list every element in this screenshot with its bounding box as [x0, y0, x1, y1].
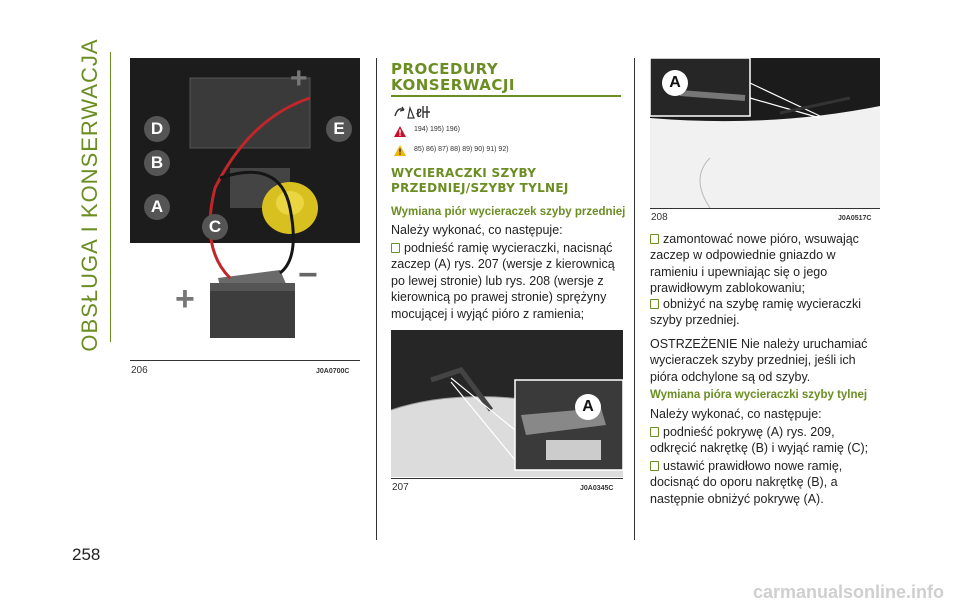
rear-step-2: ustawić prawidłowo nowe ramię, docisnąć …: [650, 459, 843, 506]
figure-208-rule: [650, 208, 880, 209]
callout-a-207: A: [575, 394, 601, 420]
figure-207-rule: [391, 478, 623, 479]
figure-207-number: 207: [392, 482, 409, 493]
rear-intro: Należy wykonać, co następuje:: [650, 407, 822, 421]
callout-d: D: [144, 116, 170, 142]
column-separator-2: [634, 58, 635, 540]
rear-wiper-heading: Wymiana pióra wycieraczki szyby tylnej: [650, 389, 868, 401]
front-step-2: zamontować nowe pióro, wsuwając zaczep w…: [650, 232, 859, 296]
minus-sign: −: [298, 256, 318, 294]
page-number: 258: [72, 545, 101, 564]
warning-note: OSTRZEŻENIE Nie należy uruchamiać wycier…: [650, 337, 868, 384]
front-step-3: obniżyć na szybę ramię wycieraczki szyby…: [650, 297, 861, 328]
figure-207-code: J0A0345C: [580, 485, 614, 492]
bullet-icon: [391, 243, 400, 253]
bullet-icon: [650, 427, 659, 437]
figure-208-wiper-photo: A: [650, 58, 880, 208]
figure-208-code: J0A0517C: [838, 215, 872, 222]
callout-e: E: [326, 116, 352, 142]
plus-sign-top: +: [290, 62, 308, 95]
figure-206-battery-photo: D B A C E + + −: [130, 58, 360, 356]
column-separator-1: [376, 58, 377, 540]
figure-206-rule: [130, 360, 360, 361]
front-intro: Należy wykonać, co następuje:: [391, 223, 563, 237]
callout-b: B: [144, 150, 170, 176]
figure-206-number: 206: [131, 365, 148, 376]
callout-a-208: A: [662, 70, 688, 96]
figure-208-number: 208: [651, 212, 668, 223]
front-step-1: podnieść ramię wycieraczki, nacisnąć zac…: [391, 241, 615, 321]
callout-c: C: [202, 214, 228, 240]
callout-a: A: [144, 194, 170, 220]
caution-icon: [394, 143, 406, 161]
watermark: carmanualsonline.info: [752, 582, 944, 602]
warning-icon: [394, 124, 406, 142]
warning-references: 194) 195) 196): [414, 126, 460, 133]
recycle-icon: ℓ: [392, 102, 434, 127]
section-title-line2: KONSERWACJI: [391, 76, 516, 94]
subtitle-line1: WYCIERACZKI SZYBY: [391, 166, 537, 180]
rear-step-1: podnieść pokrywę (A) rys. 209, odkręcić …: [650, 425, 869, 456]
subtitle-line2: PRZEDNIEJ/SZYBY TYLNEJ: [391, 181, 569, 195]
bullet-icon: [650, 461, 659, 471]
section-title-rule: [391, 95, 621, 97]
svg-text:ℓ: ℓ: [416, 106, 422, 120]
side-section-title: OBSŁUGA I KONSERWACJA: [77, 38, 102, 352]
front-wiper-heading: Wymiana piór wycieraczek szyby przedniej: [391, 206, 626, 218]
bullet-icon: [650, 299, 659, 309]
side-title-rule: [110, 52, 111, 342]
figure-206-code: J0A0700C: [316, 368, 350, 375]
caution-references: 85) 86) 87) 88) 89) 90) 91) 92): [414, 146, 509, 153]
figure-207-wiper-photo: A: [391, 330, 623, 477]
bullet-icon: [650, 234, 659, 244]
section-title-line1: PROCEDURY: [391, 60, 499, 78]
plus-sign-bottom: +: [175, 280, 195, 318]
